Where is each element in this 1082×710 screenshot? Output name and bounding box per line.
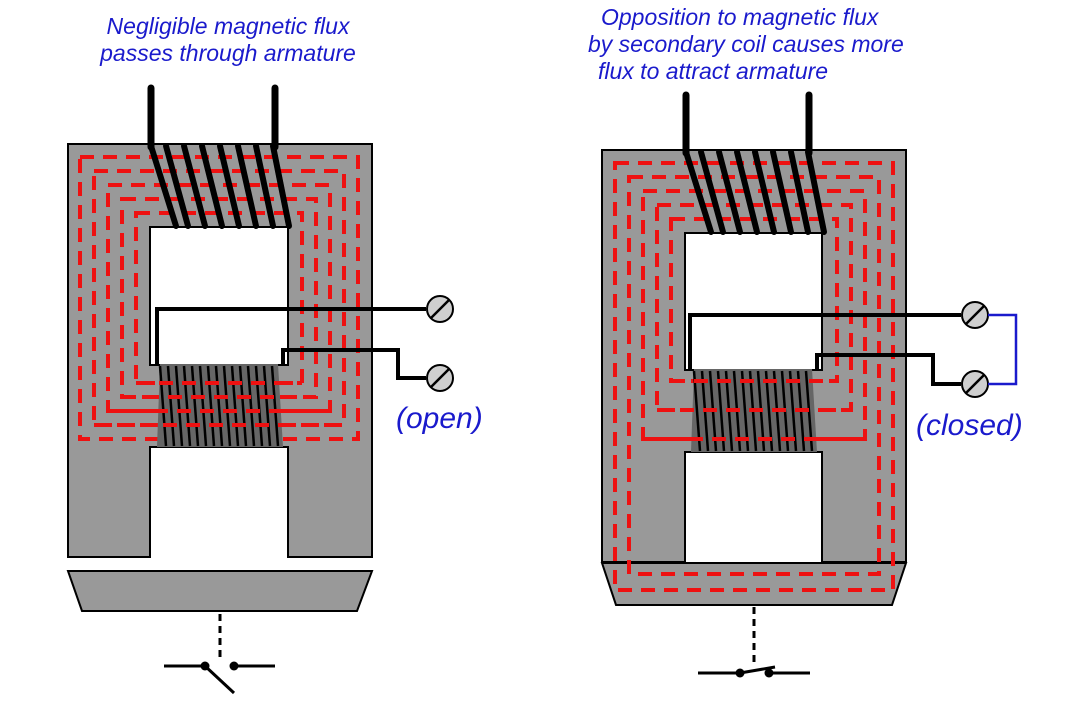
right-caption-line-2: by secondary coil causes more: [588, 31, 904, 57]
left-core: [67, 143, 373, 558]
right-caption-line-1: Opposition to magnetic flux: [601, 4, 879, 30]
right-terminal-bottom-icon: [960, 369, 990, 399]
right-state-label: (closed): [916, 409, 1023, 442]
right-relay: [600, 91, 1018, 678]
left-caption-line-2: passes through armature: [100, 40, 356, 66]
left-caption: Negligible magnetic flux passes through …: [82, 13, 374, 67]
right-secondary-coil: [643, 369, 865, 452]
right-switch-icon: [698, 607, 810, 678]
left-secondary-coil: [94, 364, 344, 447]
left-coil-leads: [155, 307, 426, 380]
right-primary-coil: [682, 91, 827, 235]
right-terminal-top-icon: [960, 300, 990, 330]
left-state-label: (open): [396, 402, 483, 435]
right-caption: Opposition to magnetic flux by secondary…: [584, 4, 964, 85]
right-short-wire: [988, 313, 1018, 386]
left-armature: [66, 570, 374, 612]
left-primary-coil: [147, 84, 292, 229]
left-terminal-top-icon: [425, 294, 455, 324]
left-relay: [66, 84, 455, 695]
right-armature: [600, 562, 908, 606]
left-caption-line-1: Negligible magnetic flux: [106, 13, 350, 39]
left-terminal-bottom-icon: [425, 363, 455, 393]
left-switch-icon: [164, 614, 275, 695]
right-coil-leads: [688, 313, 961, 386]
right-caption-line-3: flux to attract armature: [598, 58, 829, 84]
